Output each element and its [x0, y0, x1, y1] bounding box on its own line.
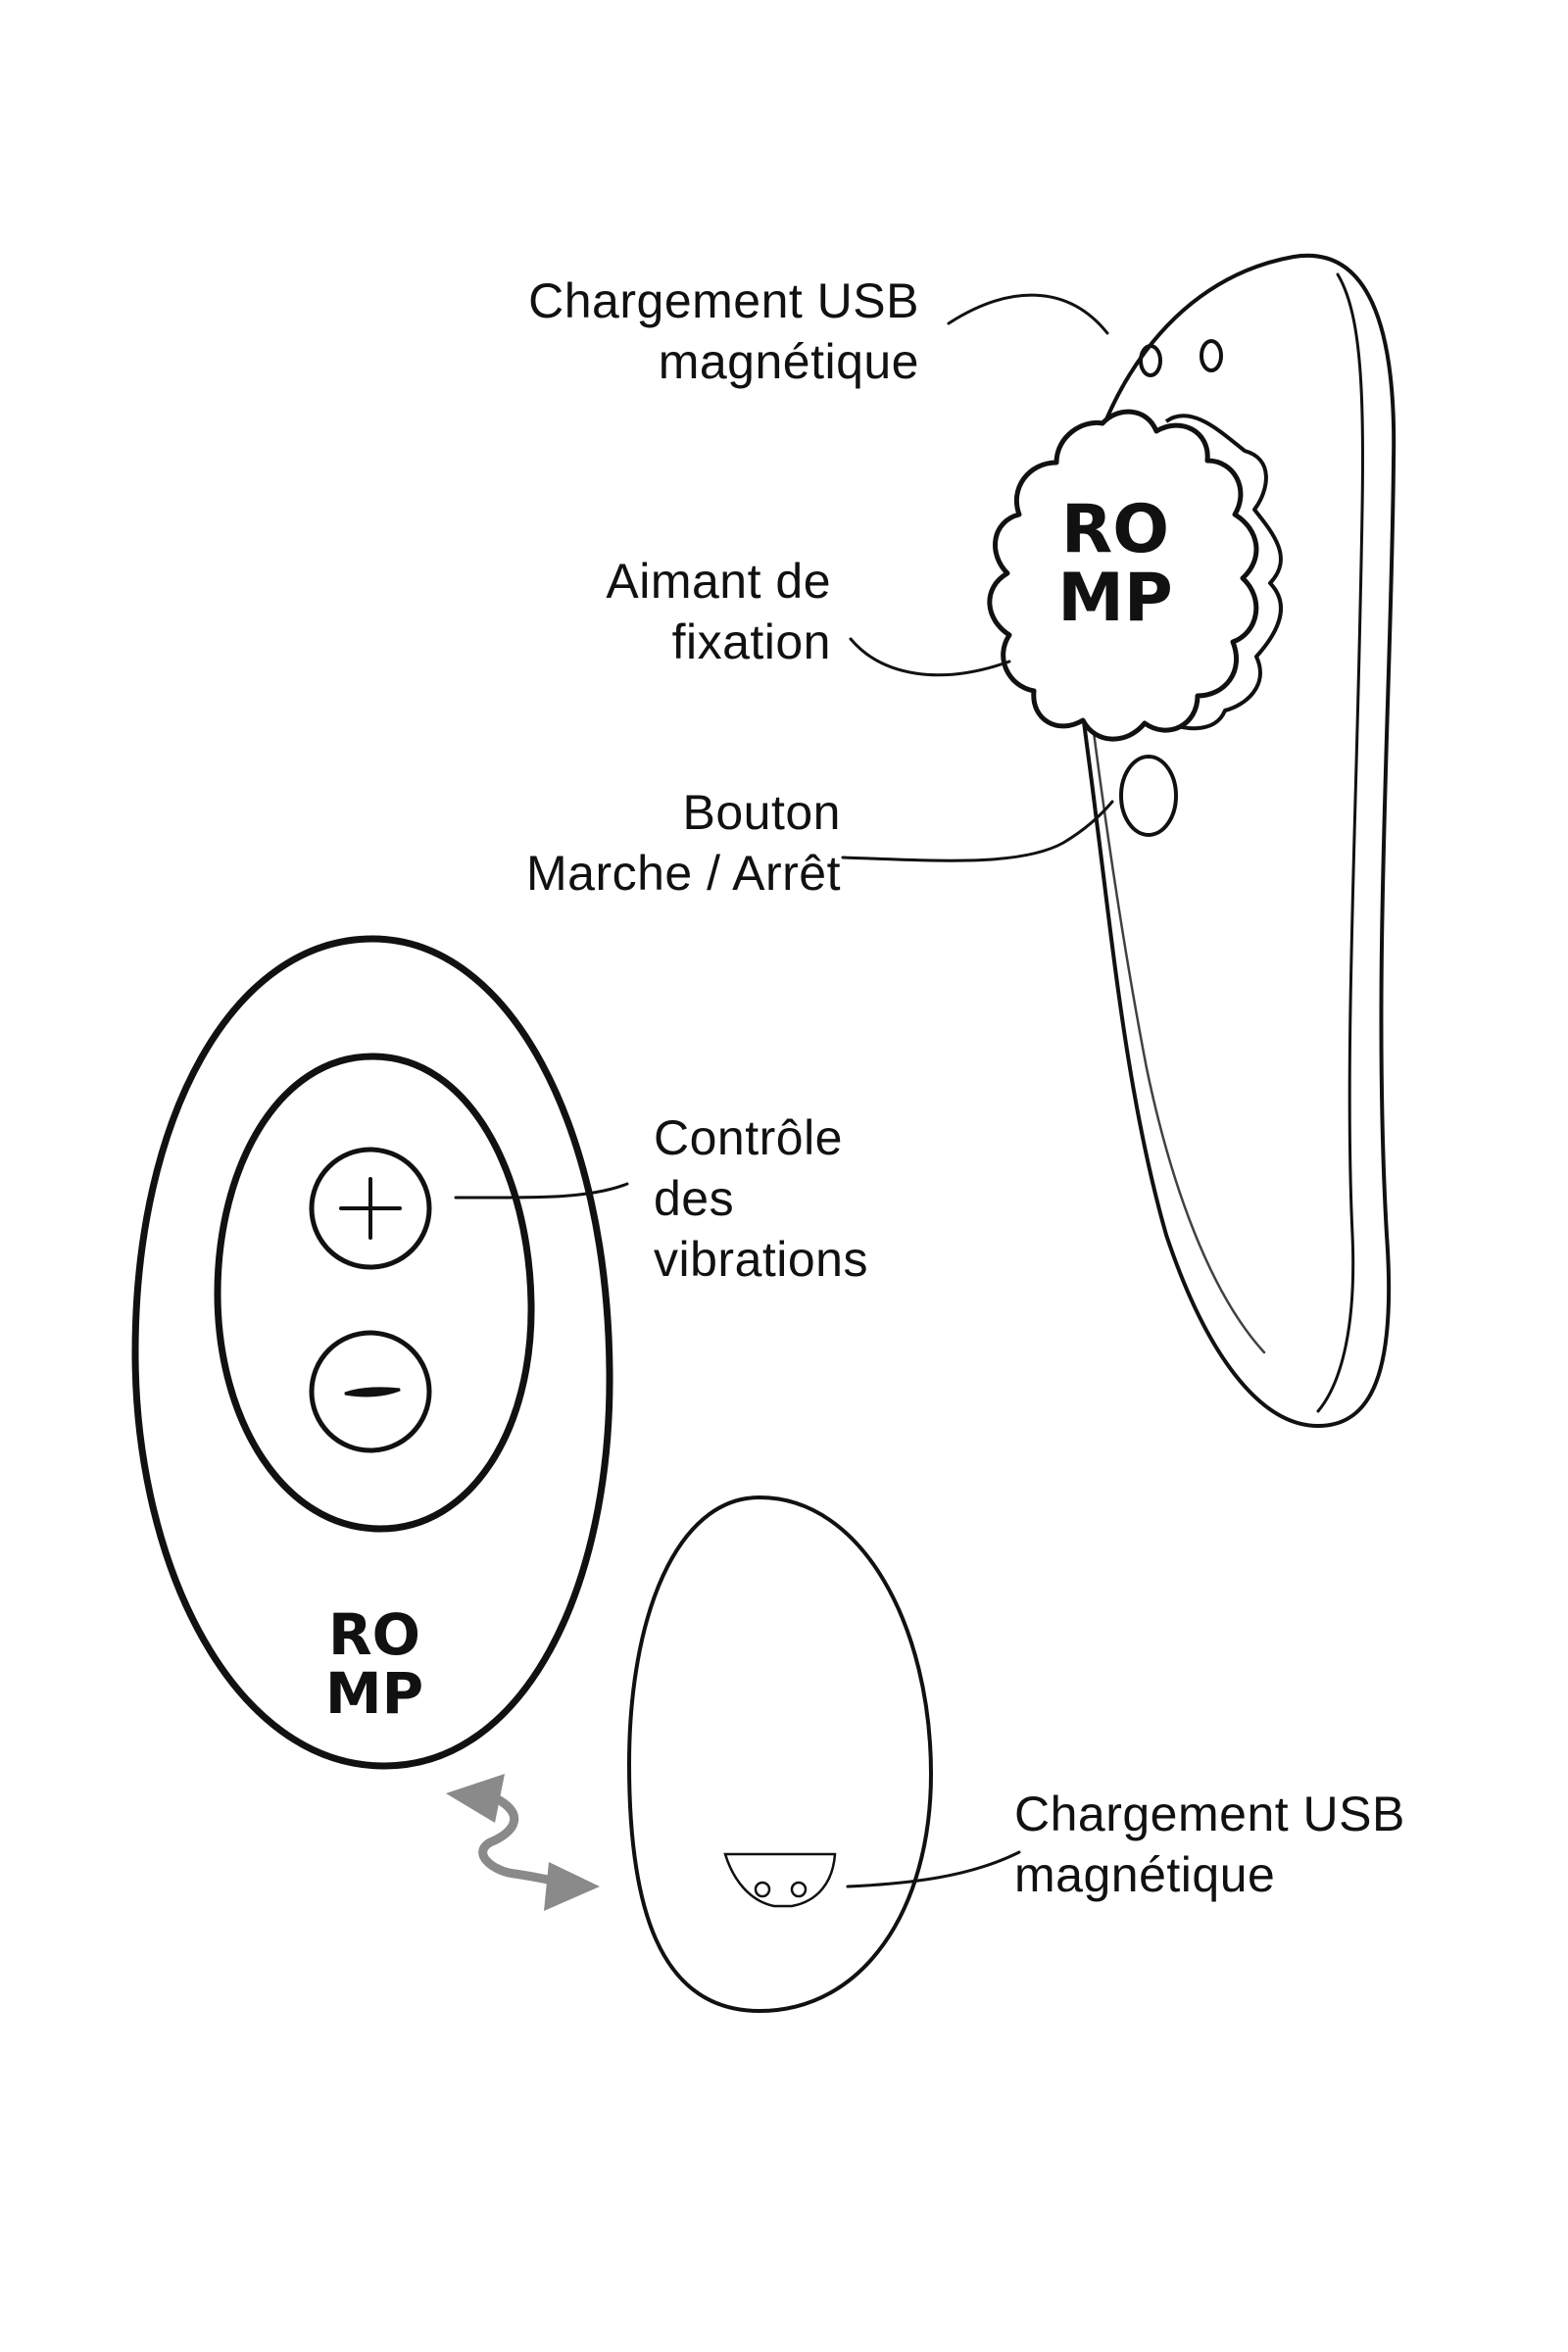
egg-body [626, 1494, 934, 2014]
logo-remote-line2: MP [325, 1660, 423, 1727]
usb-charging-port-bottom-icon [723, 1852, 837, 1908]
label-usb-charging-bottom: Chargement USB magnétique [1014, 1784, 1405, 1905]
label-usb-top-line2: magnétique [658, 334, 919, 389]
logo-remote-line1: RO [328, 1601, 420, 1668]
leader-line-usb-bottom [846, 1850, 1021, 1888]
logo-vibrator-line2: MP [1057, 560, 1173, 637]
label-usb-bottom-line2: magnétique [1014, 1847, 1276, 1902]
magnet-badge-shape [987, 409, 1259, 742]
magnet-shadow-shape [1160, 414, 1283, 731]
label-vibration-line1: Contrôle [654, 1110, 843, 1165]
logo-vibrator-line1: RO [1061, 491, 1169, 568]
label-power-line1: Bouton [682, 785, 841, 840]
label-power-button: Bouton Marche / Arrêt [526, 782, 841, 904]
minus-button-icon [309, 1330, 432, 1453]
label-vibration-line3: vibrations [654, 1232, 868, 1287]
plus-button-icon [309, 1147, 432, 1270]
label-power-line2: Marche / Arrêt [526, 846, 841, 901]
label-vibration-line2: des [654, 1171, 735, 1226]
label-magnet-line1: Aimant de [606, 554, 831, 609]
remote-body [131, 935, 613, 1770]
label-vibration-control: Contrôle des vibrations [654, 1107, 868, 1290]
wireless-link-arrow-icon [446, 1774, 600, 1911]
romp-logo-vibrator: RO MP [1057, 491, 1173, 637]
usb-charging-port-top-icon [1139, 339, 1223, 377]
leader-line-vibration-control [454, 1182, 629, 1200]
power-button-icon [1119, 755, 1178, 837]
label-usb-top-line1: Chargement USB [528, 273, 919, 328]
label-usb-charging-top: Chargement USB magnétique [528, 270, 919, 392]
label-magnet-line2: fixation [671, 614, 831, 669]
label-usb-bottom-line1: Chargement USB [1014, 1787, 1405, 1841]
label-attachment-magnet: Aimant de fixation [606, 551, 831, 672]
leader-lines-vibrator [841, 293, 1114, 862]
romp-logo-remote: RO MP [325, 1601, 423, 1727]
